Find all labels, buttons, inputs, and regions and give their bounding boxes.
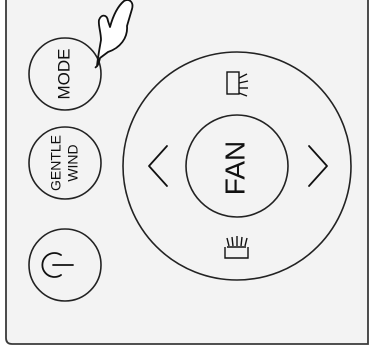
gentle-wind-label-line1: GENTLE	[48, 135, 64, 191]
power-button[interactable]	[29, 229, 101, 301]
gentle-wind-button[interactable]: GENTLE WIND	[29, 127, 101, 199]
mode-button-label: MODE	[54, 49, 73, 100]
gentle-wind-label-line2: WIND	[65, 144, 81, 181]
fan-button-label: FAN	[219, 141, 250, 195]
mode-button[interactable]: MODE	[29, 38, 101, 110]
fan-button[interactable]: FAN	[186, 115, 288, 217]
